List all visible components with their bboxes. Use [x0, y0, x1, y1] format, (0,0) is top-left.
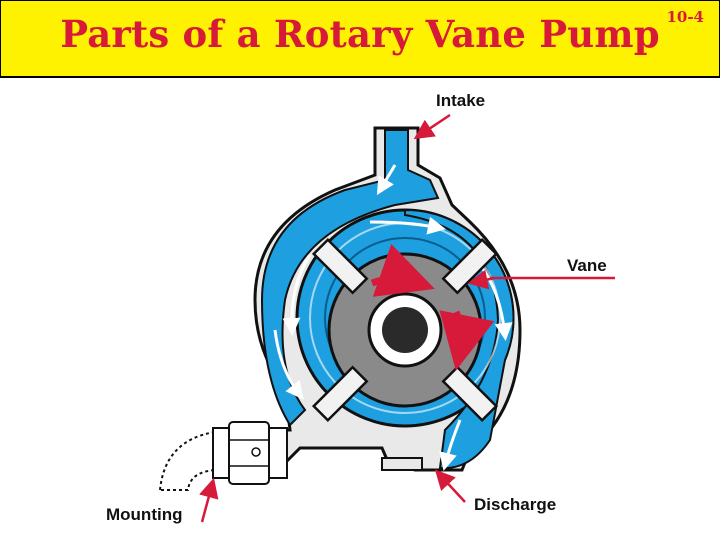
leader-lines	[199, 113, 615, 523]
vane-leader-arrow	[467, 269, 496, 290]
vane	[311, 365, 369, 423]
vanes	[311, 237, 499, 423]
rotation-arrows	[370, 244, 495, 371]
intake-label: Intake	[436, 91, 486, 110]
vane	[441, 365, 499, 423]
slide-header	[0, 0, 720, 78]
drive-shaft	[382, 307, 428, 353]
flow-arrow	[282, 254, 312, 336]
flow-arrow	[439, 419, 462, 471]
flow-arrow	[376, 164, 397, 196]
mounting-fitting	[158, 421, 288, 491]
slide-title: Parts of a Rotary Vane Pump	[60, 12, 660, 56]
slide-number: 10-4	[666, 8, 704, 26]
rotation-arrow	[370, 244, 435, 297]
vane	[311, 237, 369, 295]
flow-arrow	[273, 329, 304, 400]
flow-arrow	[369, 216, 446, 235]
rotation-arrow	[439, 310, 495, 371]
pump-diagram	[158, 113, 615, 523]
mounting-leader	[199, 477, 219, 523]
discharge-label: Discharge	[474, 495, 557, 514]
mounting-label: Mounting	[106, 505, 183, 524]
pump-base	[381, 457, 423, 471]
discharge-leader	[434, 469, 466, 503]
vane-label: Vane	[567, 256, 607, 275]
intake-leader	[413, 113, 451, 140]
